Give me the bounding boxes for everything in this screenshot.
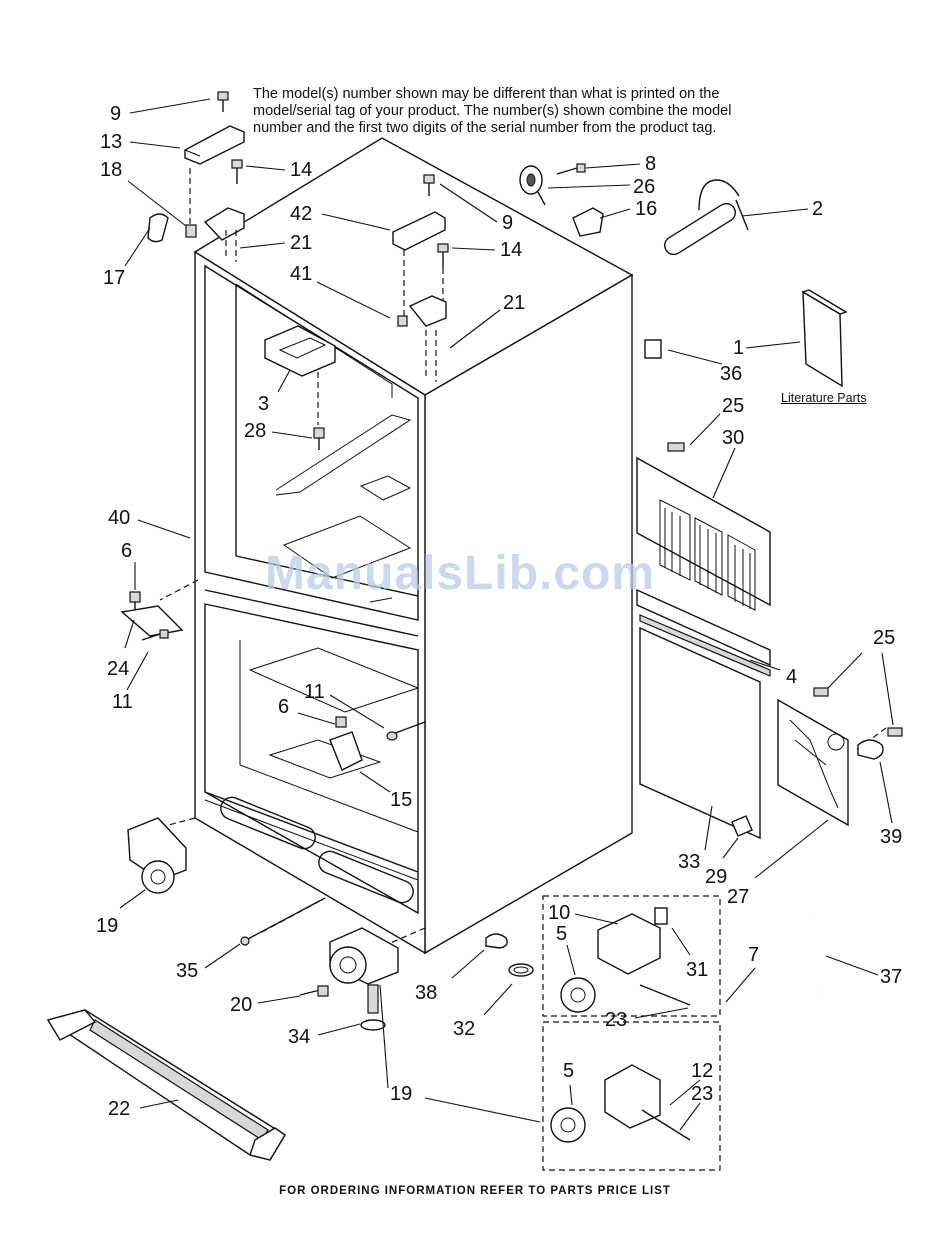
callout-20: 20	[230, 994, 253, 1016]
callout-32: 32	[453, 1018, 476, 1040]
callout-25: 25	[873, 627, 896, 649]
model-number-note: The model(s) number shown may be differe…	[253, 86, 813, 137]
callout-38: 38	[415, 982, 438, 1004]
base-grille	[46, 1009, 286, 1161]
leader-lines	[119, 98, 894, 1131]
callout-4: 4	[786, 666, 798, 688]
callout-13: 13	[100, 131, 123, 153]
callout-6: 6	[121, 540, 133, 562]
callout-24: 24	[107, 658, 130, 680]
callout-15: 15	[390, 789, 413, 811]
hinge-parts	[147, 91, 449, 382]
callout-27: 27	[727, 886, 750, 908]
callout-33: 33	[678, 851, 701, 873]
callout-16: 16	[635, 198, 658, 220]
callout-5: 5	[563, 1060, 575, 1082]
callout-12: 12	[691, 1060, 714, 1082]
callout-6: 6	[278, 696, 290, 718]
small-parts-top	[264, 163, 848, 450]
callout-3: 3	[258, 393, 270, 415]
callout-40: 40	[108, 507, 131, 529]
callout-25: 25	[722, 395, 745, 417]
callout-36: 36	[720, 363, 743, 385]
rear-panels	[636, 442, 903, 840]
callout-11: 11	[112, 691, 133, 713]
callout-21: 21	[503, 292, 526, 314]
callout-31: 31	[686, 959, 709, 981]
refrigerator-cabinet	[149, 137, 634, 955]
watermark: ManualsLib.com	[265, 547, 656, 600]
roller-kit-boxes	[542, 895, 721, 1171]
callout-34: 34	[288, 1026, 311, 1048]
callout-18: 18	[100, 159, 123, 181]
ordering-info-footer: FOR ORDERING INFORMATION REFER TO PARTS …	[279, 1185, 671, 1197]
callout-35: 35	[176, 960, 199, 982]
callout-39: 39	[880, 826, 903, 848]
callout-2: 2	[812, 198, 824, 220]
callout-28: 28	[244, 420, 267, 442]
callout-42: 42	[290, 203, 313, 225]
callout-8: 8	[645, 153, 657, 175]
callout-19: 19	[96, 915, 119, 937]
callout-9: 9	[502, 212, 514, 234]
callout-14: 14	[500, 239, 523, 261]
callout-22: 22	[108, 1098, 131, 1120]
callout-23: 23	[691, 1083, 714, 1105]
callout-10: 10	[548, 902, 571, 924]
note-line-3: number and the first two digits of the s…	[253, 120, 717, 136]
callout-19: 19	[390, 1083, 413, 1105]
callout-1: 1	[733, 337, 745, 359]
callout-29: 29	[705, 866, 728, 888]
callout-21: 21	[290, 232, 313, 254]
literature-parts-label[interactable]: Literature Parts	[781, 391, 867, 405]
callout-5: 5	[556, 923, 568, 945]
callout-30: 30	[722, 427, 745, 449]
callout-37: 37	[880, 966, 903, 988]
callout-11: 11	[304, 681, 325, 703]
callout-7: 7	[748, 944, 760, 966]
callout-17: 17	[103, 267, 126, 289]
note-line-1: The model(s) number shown may be differe…	[253, 86, 720, 102]
callout-23: 23	[605, 1009, 628, 1031]
note-line-2: model/serial tag of your product. The nu…	[253, 103, 732, 119]
side-parts	[120, 591, 426, 771]
callout-26: 26	[633, 176, 656, 198]
callout-9: 9	[110, 103, 122, 125]
callout-14: 14	[290, 159, 313, 181]
callout-41: 41	[290, 263, 313, 285]
rollers	[127, 817, 821, 1031]
